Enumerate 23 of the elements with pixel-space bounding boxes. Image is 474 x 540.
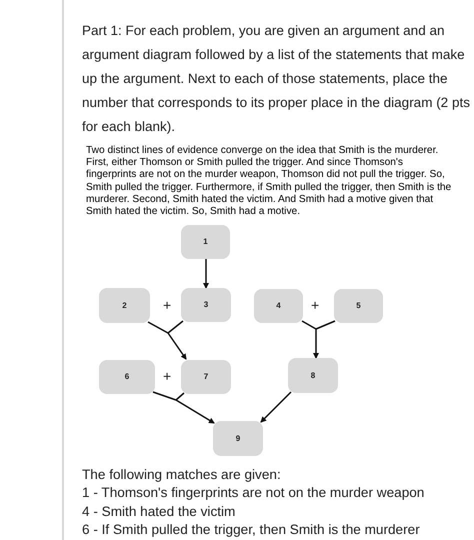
arrow [152, 391, 215, 424]
match-item: 6 - If Smith pulled the trigger, then Smith is the murderer [82, 521, 421, 540]
statement-box: 1 [181, 225, 230, 259]
statement-box: 3 [181, 288, 231, 322]
instructions-paragraph: Part 1: For each problem, you are given an argument and an argument diagram followed by a list of the statements that make up the argument. Next to each of those statements, place the number that corresponds to its proper place in the diagram (2 pts for each blank). [82, 22, 471, 136]
plus-sign: + [163, 369, 172, 383]
argument-paragraph: Two distinct lines of evidence converge on the idea that Smith is the murderer. First, either Thomson or Smith pulled the trigger. And since Thomson's fingerprints are not on the murder weapon, Thomson did not pull the trigger. So, Smith pulled the trigger. Furthermore, if Smith pulled the trigger, then Smith is the murderer. Second, Smith hated the victim. And Smith had a motive given that Smith hated the victim. So, Smith had a motive. [86, 145, 452, 218]
plus-sign: + [163, 298, 172, 312]
statement-box: 6 [99, 360, 155, 394]
match-item: 1 - Thomson's fingerprints are not on the murder weapon [82, 484, 426, 502]
arrow [203, 259, 209, 289]
statement-box: 8 [288, 358, 338, 393]
arrow [301, 320, 336, 359]
arrow [147, 320, 187, 360]
statement-box: 7 [181, 360, 231, 394]
statement-box: 2 [99, 288, 150, 323]
statement-box: 5 [334, 289, 383, 323]
statement-box: 9 [213, 421, 263, 456]
statement-box: 4 [254, 289, 303, 323]
arrow [260, 391, 292, 423]
match-item: 4 - Smith hated the victim [82, 502, 236, 521]
matches-heading: The following matches are given: [82, 466, 282, 484]
plus-sign: + [311, 298, 320, 312]
